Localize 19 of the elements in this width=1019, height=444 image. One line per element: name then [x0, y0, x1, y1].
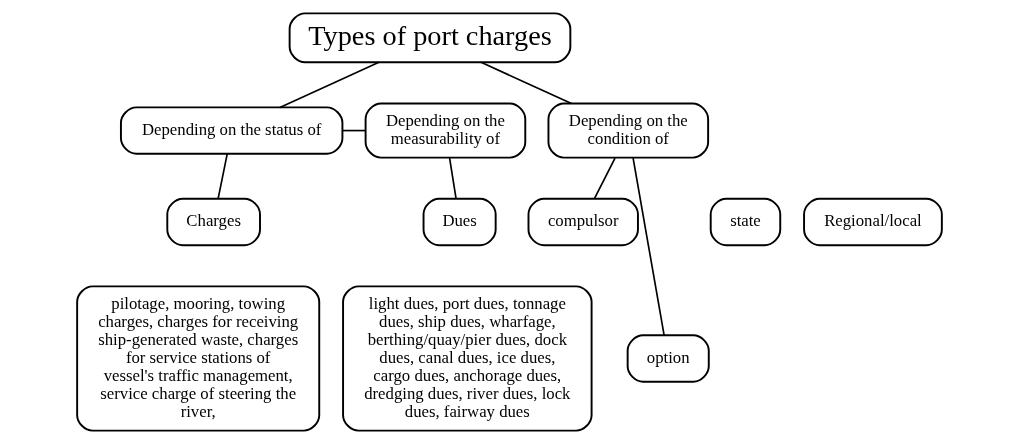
- connector: [217, 153, 229, 200]
- node-box: Charges: [166, 197, 261, 247]
- connector: [279, 61, 380, 109]
- node-box: Depending on the status of: [119, 106, 344, 155]
- node-box: Regional/local: [803, 197, 943, 247]
- node-box: compulsor: [527, 197, 639, 247]
- connector: [480, 61, 573, 105]
- node-box: Depending on the measurability of: [364, 102, 527, 159]
- node-box: Depending on the condition of: [547, 102, 710, 159]
- connector: [448, 157, 457, 200]
- connector: [632, 157, 665, 336]
- node-box: light dues, port dues, tonnage dues, ship dues, wharfage, berthing/quay/pier dues, dock dues, canal dues, ice dues, cargo dues, anchorage dues, dredging dues, river dues, lock dues, fairway dues: [342, 285, 593, 432]
- node-box: Types of port charges: [288, 12, 572, 64]
- connector: [593, 157, 616, 200]
- node-box: state: [709, 197, 782, 247]
- node-box: Dues: [422, 197, 497, 247]
- connector: [341, 129, 367, 132]
- node-box: pilotage, mooring, towing charges, charges for receiving ship-generated waste, charges for service stations of vessel's traffic management, service charge of steering the river,: [76, 285, 321, 432]
- node-box: option: [626, 334, 710, 383]
